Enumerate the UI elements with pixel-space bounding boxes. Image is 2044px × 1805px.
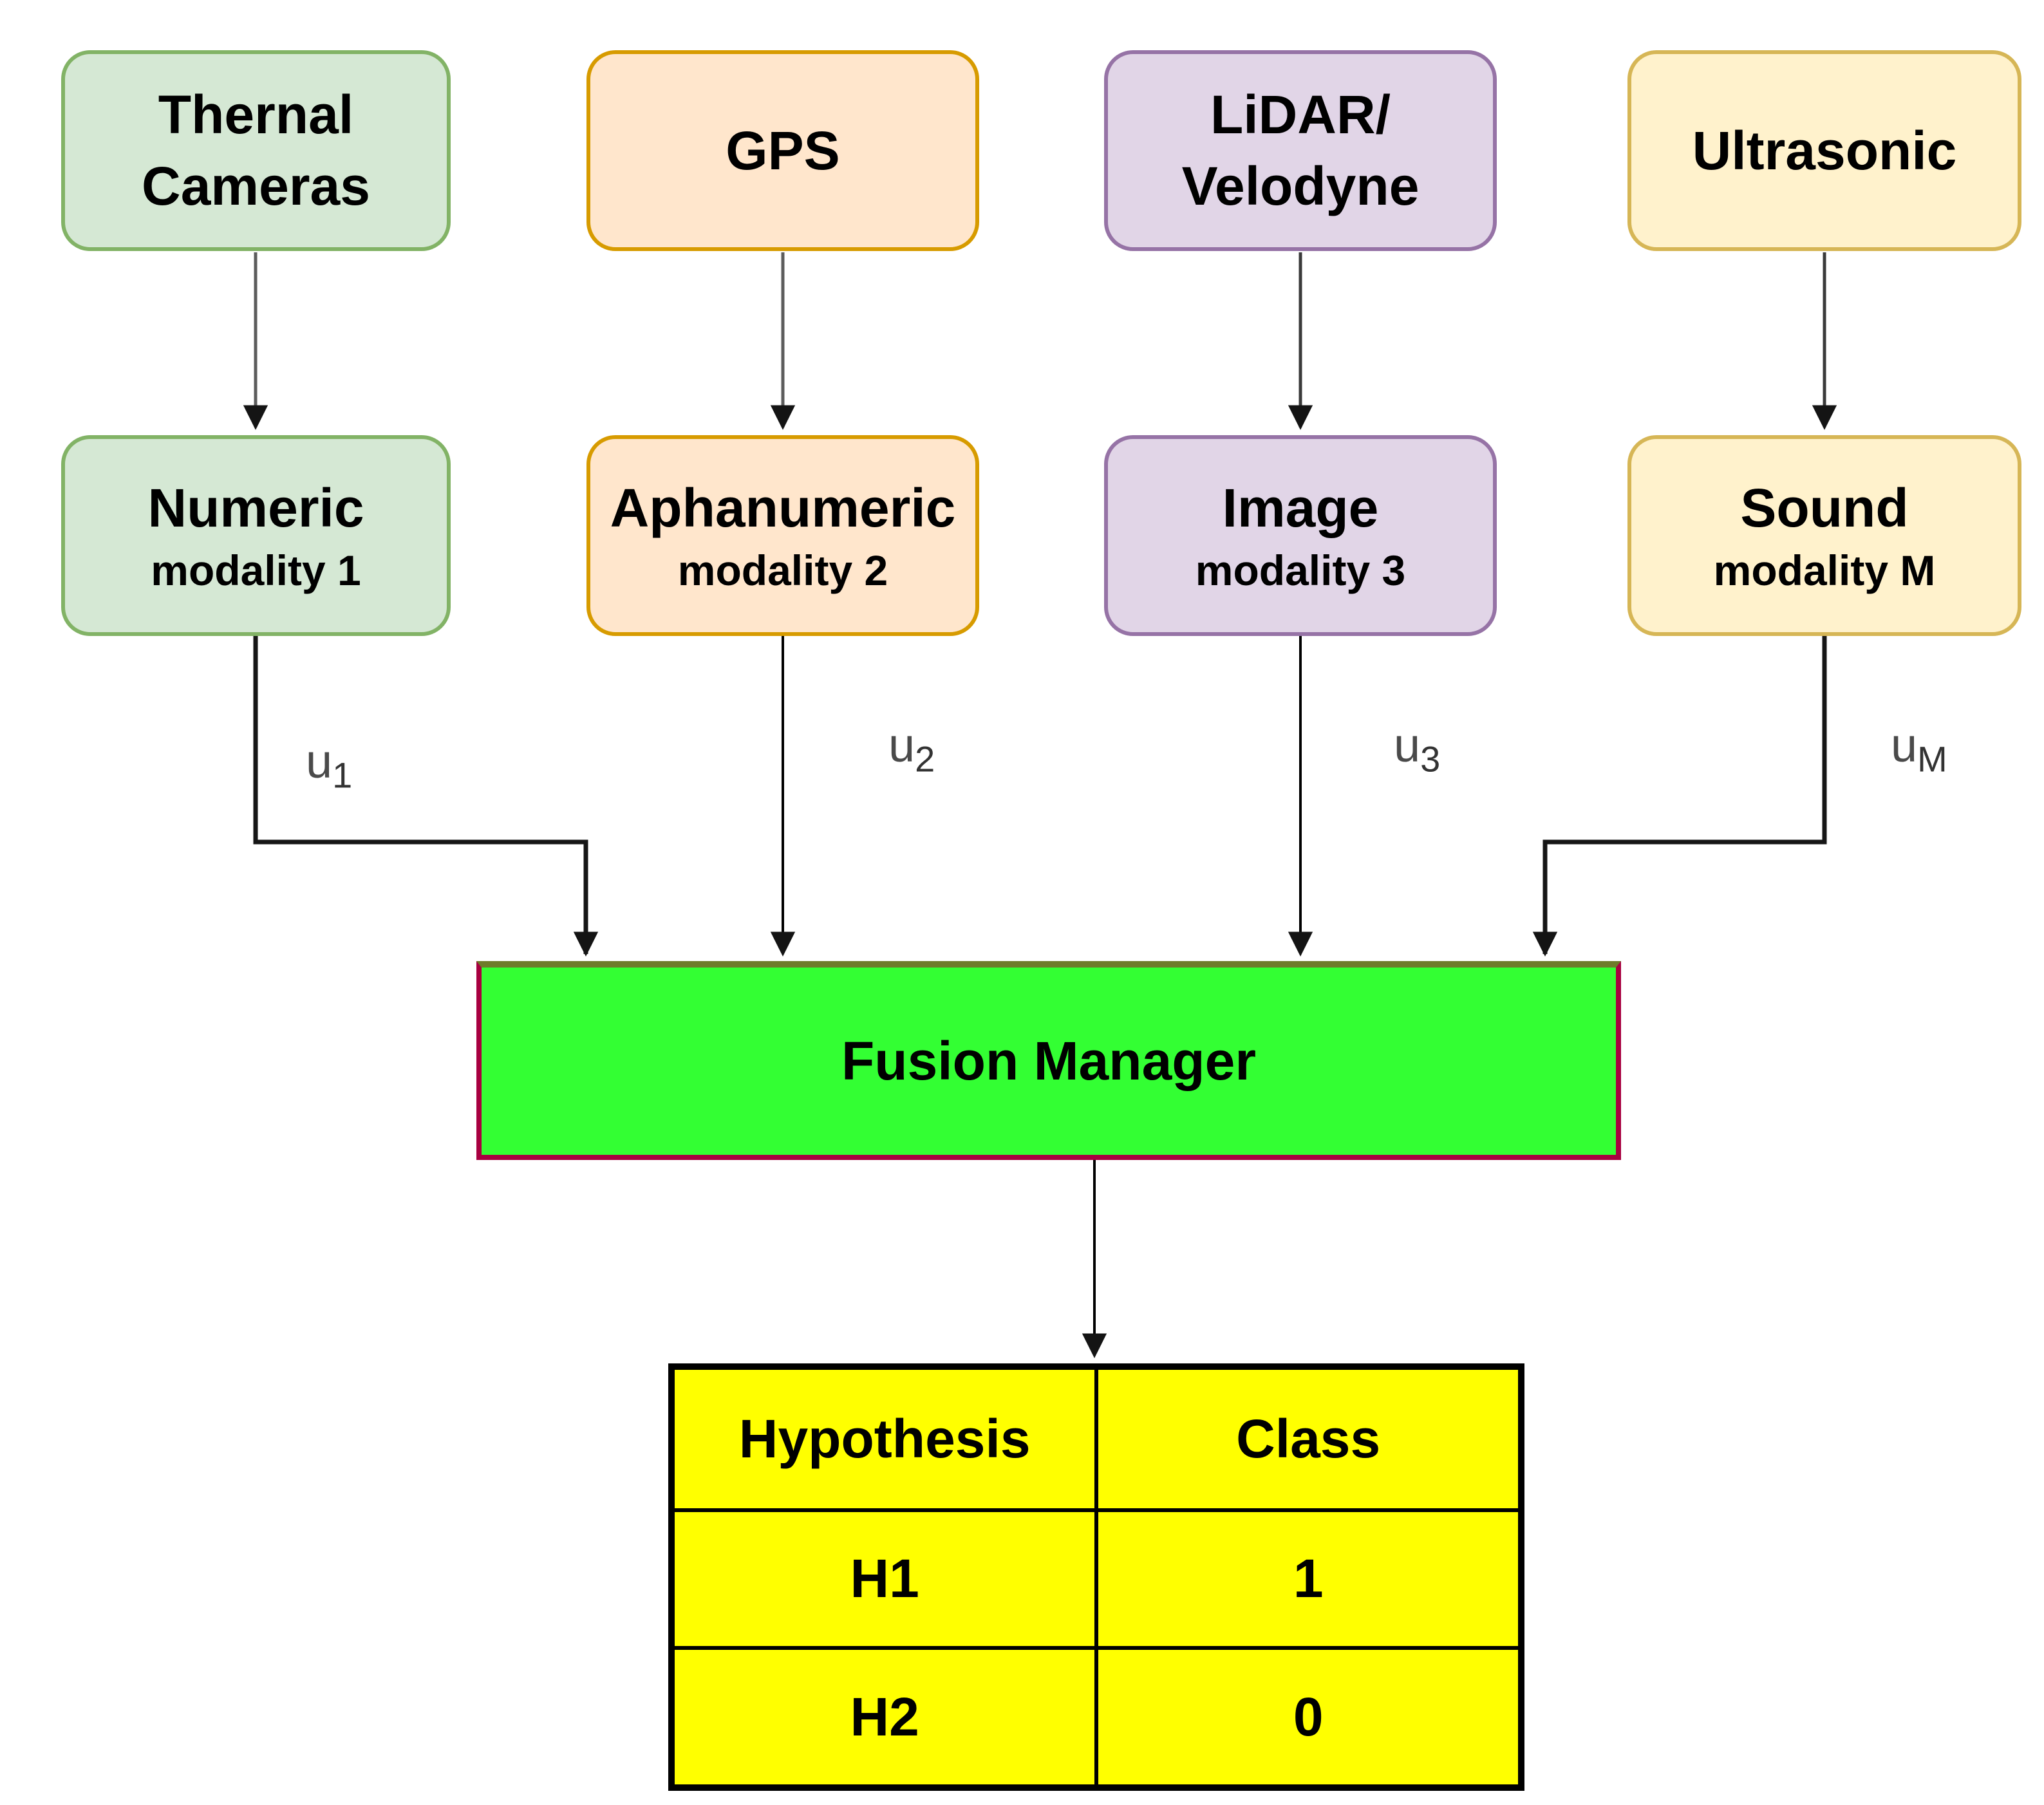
sensor-label-gps: GPS [726, 120, 840, 181]
edge-label-u3-sub: 3 [1420, 738, 1441, 780]
table-header-class: Class [1094, 1370, 1518, 1508]
sensor-box-ultrasonic: Ultrasonic [1627, 50, 2021, 251]
modality-subtitle-sound: modality M [1713, 547, 1936, 595]
modality-box-image: Image modality 3 [1104, 435, 1497, 636]
modality-title-sound: Sound [1740, 477, 1909, 538]
table-header-hypothesis: Hypothesis [738, 1408, 1031, 1469]
edge-label-u2-base: u [888, 718, 915, 772]
edge-label-u3: u3 [1394, 718, 1440, 780]
table-cell-h1-class: 1 [1094, 1508, 1518, 1647]
modality-title-image: Image [1222, 477, 1379, 538]
table-cell-h2-class: 0 [1094, 1646, 1518, 1784]
fusion-manager-box: Fusion Manager [476, 961, 1621, 1160]
modality-subtitle-alphanumeric: modality 2 [677, 547, 888, 595]
modality-box-alphanumeric: Aphanumeric modality 2 [586, 435, 979, 636]
table-cell-h1: H1 [675, 1508, 1095, 1647]
edge-label-u3-base: u [1394, 718, 1421, 772]
sensor-box-thermal-cameras: Thernal Cameras [61, 50, 451, 251]
sensor-box-gps: GPS [586, 50, 979, 251]
edge-label-u2-sub: 2 [915, 738, 935, 780]
sensor-label-ultrasonic: Ultrasonic [1692, 120, 1957, 181]
edge-label-u1-sub: 1 [332, 754, 353, 796]
modality-title-alphanumeric: Aphanumeric [610, 477, 956, 538]
fusion-manager-label: Fusion Manager [841, 1031, 1257, 1091]
edge-label-u2: u2 [888, 718, 935, 780]
edge-label-u1: u1 [306, 734, 352, 796]
table-cell-h2: H2 [675, 1646, 1095, 1784]
edge-label-um-base: u [1891, 718, 1918, 772]
sensor-label-lidar-velodyne: LiDAR/ Velodyne [1181, 84, 1420, 216]
arrow-um-to-fusion [1532, 636, 1827, 957]
modality-box-sound: Sound modality M [1627, 435, 2021, 636]
hypothesis-class-table: Hypothesis Class H1 1 H2 0 [668, 1363, 1524, 1791]
edge-label-um: uM [1891, 718, 1947, 780]
modality-title-numeric: Numeric [147, 477, 364, 538]
modality-subtitle-numeric: modality 1 [151, 547, 361, 595]
sensor-label-thermal-cameras: Thernal Cameras [142, 84, 370, 216]
edge-label-um-sub: M [1917, 738, 1947, 780]
arrow-u1-to-fusion [253, 636, 599, 957]
sensor-box-lidar-velodyne: LiDAR/ Velodyne [1104, 50, 1497, 251]
modality-subtitle-image: modality 3 [1195, 547, 1406, 595]
modality-box-numeric: Numeric modality 1 [61, 435, 451, 636]
edge-label-u1-base: u [306, 734, 333, 788]
